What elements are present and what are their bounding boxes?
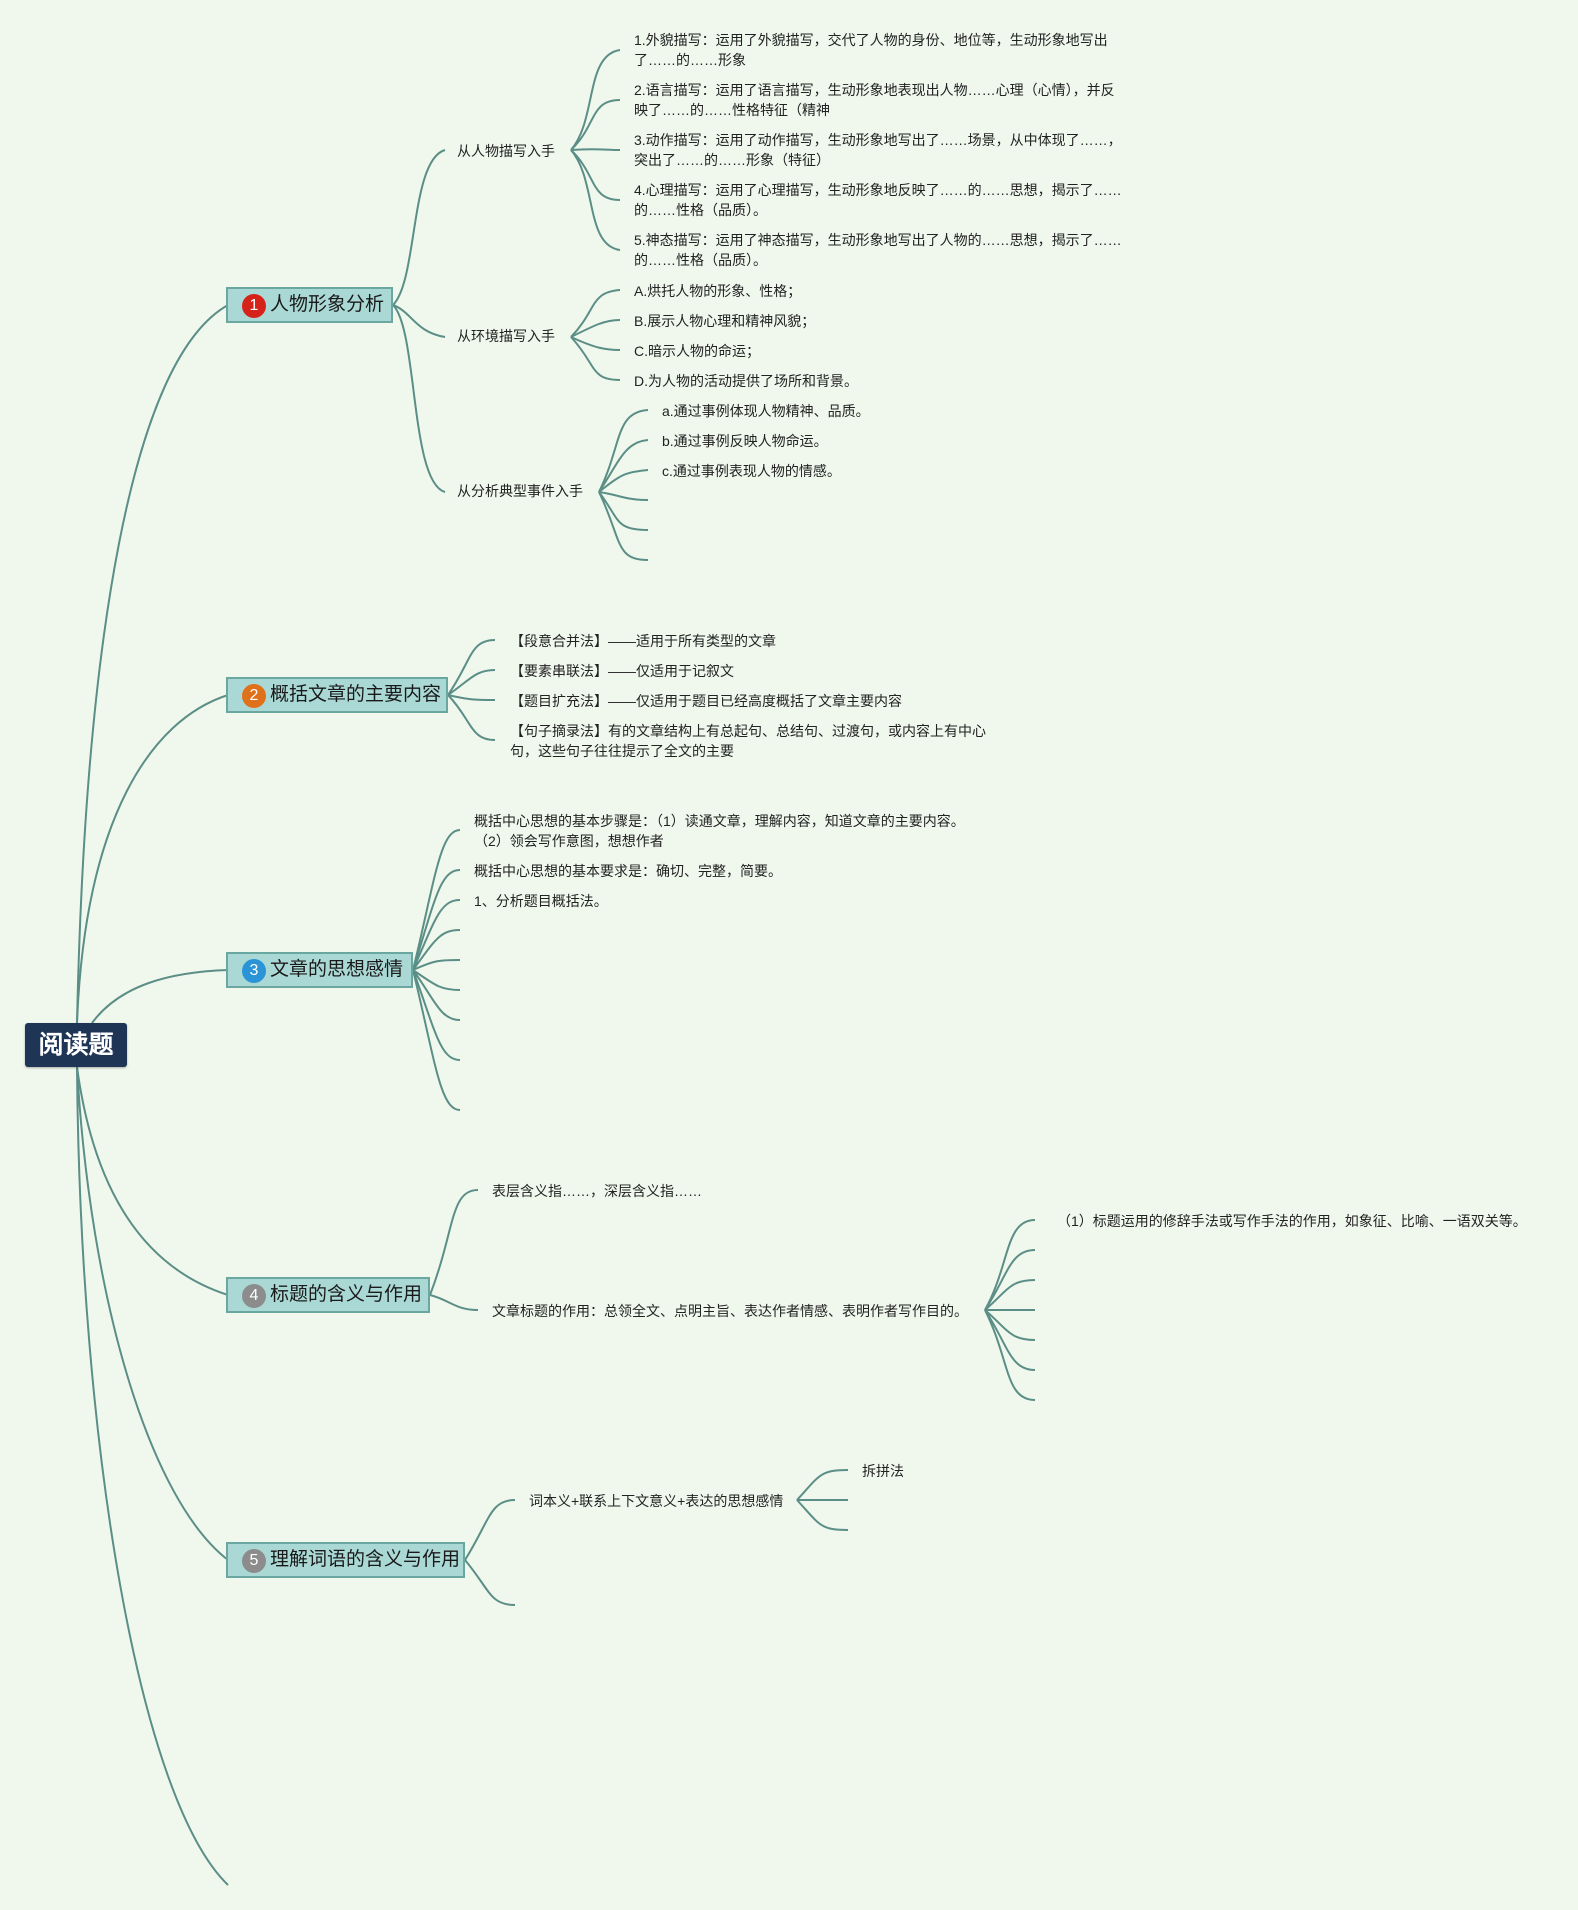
branch-label: 文章的思想感情 — [270, 959, 404, 980]
link-root-b1 — [76, 304, 229, 1024]
item-paragraph-merge[interactable]: 【段意合并法】——适用于所有类型的文章 — [510, 633, 776, 649]
item-title-expansion[interactable]: 【题目扩充法】——仅适用于题目已经高度概括了文章主要内容 — [510, 693, 902, 709]
item-summary-steps[interactable]: 概括中心思想的基本步骤是：（1）读通文章，理解内容，知道文章的主要内容。（2）领… — [474, 813, 965, 849]
number-badge-4: 4 — [242, 1284, 266, 1308]
item-title-rhetoric[interactable]: （1）标题运用的修辞手法或写作手法的作用，如象征、比喻、一语双关等。 — [1057, 1213, 1527, 1229]
item-title-layers[interactable]: 表层含义指……，深层含义指…… — [492, 1183, 702, 1199]
branch-thoughts-feelings[interactable]: 3 文章的思想感情 — [226, 952, 413, 988]
item-action[interactable]: 3.动作描写：运用了动作描写，生动形象地写出了……场景，从中体现了……，突出了…… — [634, 132, 1122, 168]
item-env-d[interactable]: D.为人物的活动提供了场所和背景。 — [634, 373, 858, 389]
branch-label: 理解词语的含义与作用 — [270, 1549, 461, 1570]
branch-label: 概括文章的主要内容 — [270, 684, 442, 705]
root-node[interactable]: 阅读题 — [25, 1023, 127, 1067]
item-event-b[interactable]: b.通过事例反映人物命运。 — [662, 433, 828, 449]
branch-title-meaning[interactable]: 4 标题的含义与作用 — [226, 1277, 430, 1313]
item-summary-requirements[interactable]: 概括中心思想的基本要求是：确切、完整，简要。 — [474, 863, 782, 879]
link-b1-g2 — [392, 304, 446, 338]
item-title-analysis[interactable]: 1、分析题目概括法。 — [474, 893, 608, 909]
item-title-function[interactable]: 文章标题的作用：总领全文、点明主旨、表达作者情感、表明作者写作目的。 — [492, 1303, 968, 1319]
item-appearance[interactable]: 1.外貌描写：运用了外貌描写，交代了人物的身份、地位等，生动形象地写出了……的…… — [634, 32, 1108, 68]
item-event-c[interactable]: c.通过事例表现人物的情感。 — [662, 463, 841, 479]
branch-main-content[interactable]: 2 概括文章的主要内容 — [226, 677, 448, 713]
item-env-b[interactable]: B.展示人物心理和精神风貌； — [634, 313, 816, 329]
item-env-c[interactable]: C.暗示人物的命运； — [634, 343, 760, 359]
number-badge-1: 1 — [242, 294, 266, 318]
item-split-combine[interactable]: 拆拼法 — [862, 1463, 904, 1479]
topic-typical-events[interactable]: 从分析典型事件入手 — [457, 483, 583, 499]
link-root-b4 — [76, 1066, 229, 1296]
item-expression[interactable]: 5.神态描写：运用了神态描写，生动形象地写出了人物的……思想，揭示了……的……性… — [634, 232, 1122, 268]
number-badge-5: 5 — [242, 1549, 266, 1573]
link-root-b2 — [76, 694, 229, 1024]
link-root-bottom — [76, 1066, 229, 1886]
topic-character-description[interactable]: 从人物描写入手 — [457, 143, 555, 159]
item-element-linking[interactable]: 【要素串联法】——仅适用于记叙文 — [510, 663, 734, 679]
link-b1-g3 — [392, 304, 446, 493]
number-badge-3: 3 — [242, 959, 266, 983]
item-language[interactable]: 2.语言描写：运用了语言描写，生动形象地表现出人物……心理（心情），并反映了……… — [634, 82, 1115, 118]
branch-label: 人物形象分析 — [270, 294, 385, 315]
link-root-b3 — [91, 969, 229, 1024]
link-b1-g1 — [392, 149, 446, 306]
item-env-a[interactable]: A.烘托人物的形象、性格； — [634, 283, 802, 299]
branch-character-analysis[interactable]: 1 人物形象分析 — [226, 287, 393, 323]
branch-word-meaning[interactable]: 5 理解词语的含义与作用 — [226, 1542, 465, 1578]
item-word-method[interactable]: 词本义+联系上下文意义+表达的思想感情 — [529, 1493, 784, 1509]
item-sentence-extract[interactable]: 【句子摘录法】有的文章结构上有总起句、总结句、过渡句，或内容上有中心句，这些句子… — [510, 723, 986, 759]
topic-environment-description[interactable]: 从环境描写入手 — [457, 328, 555, 344]
link-root-b5 — [76, 1066, 229, 1561]
item-psychology[interactable]: 4.心理描写：运用了心理描写，生动形象地反映了……的……思想，揭示了……的……性… — [634, 182, 1122, 218]
item-event-a[interactable]: a.通过事例体现人物精神、品质。 — [662, 403, 870, 419]
number-badge-2: 2 — [242, 684, 266, 708]
branch-label: 标题的含义与作用 — [270, 1284, 423, 1305]
